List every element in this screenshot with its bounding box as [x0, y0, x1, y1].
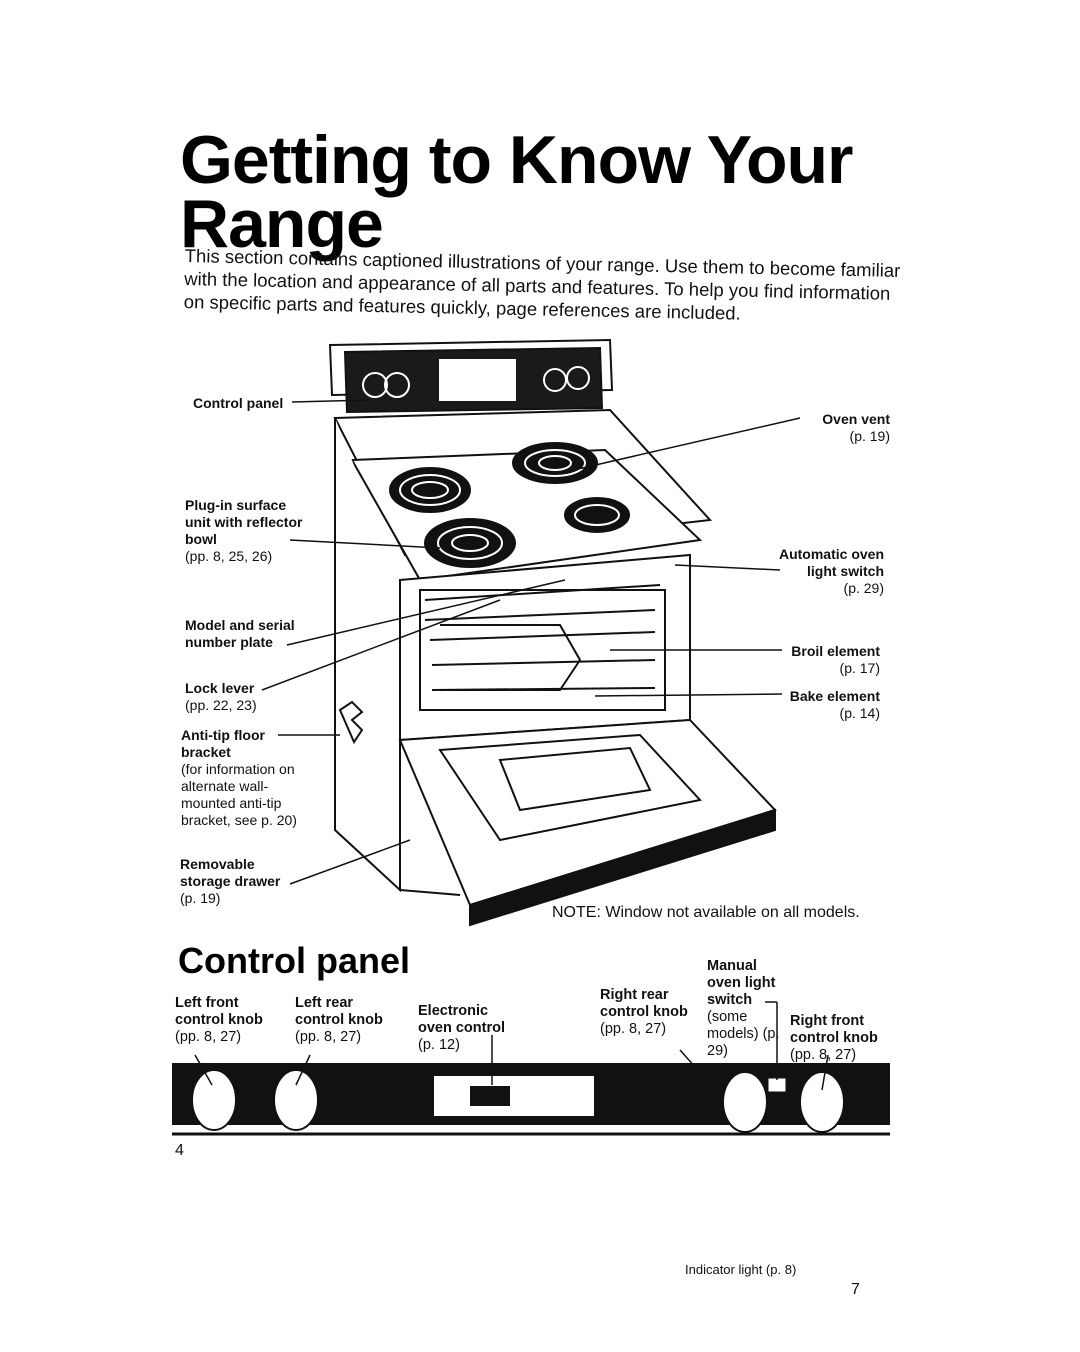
callout-surface-unit-ref: (pp. 8, 25, 26)	[185, 548, 273, 564]
callout-oven-vent-ref: (p. 19)	[849, 428, 890, 444]
callout-bake-element: Bake element (p. 14)	[760, 688, 880, 722]
label-electronic-oven-control-ref: (p. 12)	[418, 1037, 460, 1053]
label-electronic-oven-control-text: Electronic oven control	[418, 1003, 506, 1036]
callout-control-panel: Control panel	[193, 395, 284, 411]
callout-model-plate: Model and serial number plate	[185, 617, 295, 650]
callout-oven-light-switch-ref: (p. 29)	[843, 580, 884, 596]
label-right-rear-knob-text: Right rear control knob	[600, 987, 688, 1020]
label-left-rear-knob-text: Left rear control knob	[295, 995, 383, 1028]
callout-broil-element: Broil element (p. 17)	[760, 643, 880, 677]
callout-oven-light-switch-label: Automatic oven light switch	[778, 546, 884, 579]
callout-oven-vent: Oven vent (p. 19)	[770, 411, 890, 445]
callout-broil-element-ref: (p. 17)	[839, 660, 880, 676]
label-left-front-knob-ref: (pp. 8, 27)	[175, 1029, 242, 1045]
label-right-front-knob-ref: (pp. 8, 27)	[790, 1047, 857, 1063]
callout-surface-unit: Plug-in surface unit with reflector bowl…	[185, 497, 305, 565]
callout-bake-element-label: Bake element	[789, 688, 880, 704]
label-right-rear-knob: Right rear control knob (pp. 8, 27)	[600, 987, 700, 1038]
page-number-right: 7	[851, 1281, 860, 1298]
callout-anti-tip-label: Anti-tip floor bracket	[181, 727, 265, 760]
control-panel-strip	[172, 1063, 890, 1136]
callout-anti-tip: Anti-tip floor bracket (for information …	[181, 727, 306, 829]
callout-storage-drawer: Removable storage drawer (p. 19)	[180, 856, 300, 907]
title-line-1: Getting to Know Your	[180, 122, 854, 198]
label-manual-oven-light-switch-ref: (some models) (p. 29)	[707, 1009, 780, 1059]
label-left-rear-knob-ref: (pp. 8, 27)	[295, 1029, 362, 1045]
label-right-front-knob-text: Right front control knob	[790, 1013, 878, 1046]
callout-storage-drawer-label: Removable storage drawer	[180, 856, 281, 889]
label-manual-oven-light-switch-text: Manual oven light switch	[707, 958, 776, 1008]
callout-lock-lever-label: Lock lever	[185, 680, 255, 696]
label-electronic-oven-control: Electronic oven control (p. 12)	[418, 1003, 518, 1054]
callout-anti-tip-ref: (for information on alternate wall-mount…	[181, 761, 297, 828]
label-right-rear-knob-ref: (pp. 8, 27)	[600, 1021, 667, 1037]
callout-storage-drawer-ref: (p. 19)	[180, 890, 221, 906]
callout-oven-vent-label: Oven vent	[822, 411, 890, 427]
label-left-front-knob: Left front control knob (pp. 8, 27)	[175, 995, 275, 1046]
callout-lock-lever: Lock lever (pp. 22, 23)	[185, 680, 305, 714]
control-panel-heading: Control panel	[178, 940, 410, 981]
label-left-front-knob-text: Left front control knob	[175, 995, 263, 1028]
title-line-2: Range	[180, 186, 384, 262]
label-left-rear-knob: Left rear control knob (pp. 8, 27)	[295, 995, 390, 1046]
callout-bake-element-ref: (p. 14)	[839, 705, 880, 721]
label-right-front-knob: Right front control knob (pp. 8, 27)	[790, 1013, 885, 1064]
callout-broil-element-label: Broil element	[791, 643, 880, 659]
page-number-left: 4	[175, 1142, 184, 1159]
label-manual-oven-light-switch: Manual oven light switch (some models) (…	[707, 958, 787, 1060]
window-note: NOTE: Window not available on all models…	[552, 904, 860, 921]
page-title: Getting to Know Your Range	[180, 122, 854, 262]
indicator-light-caption: Indicator light (p. 8)	[685, 1262, 797, 1277]
callout-surface-unit-label: Plug-in surface unit with reflector bowl	[185, 497, 303, 547]
callout-oven-light-switch: Automatic oven light switch (p. 29)	[760, 546, 884, 597]
callout-lock-lever-ref: (pp. 22, 23)	[185, 697, 257, 713]
